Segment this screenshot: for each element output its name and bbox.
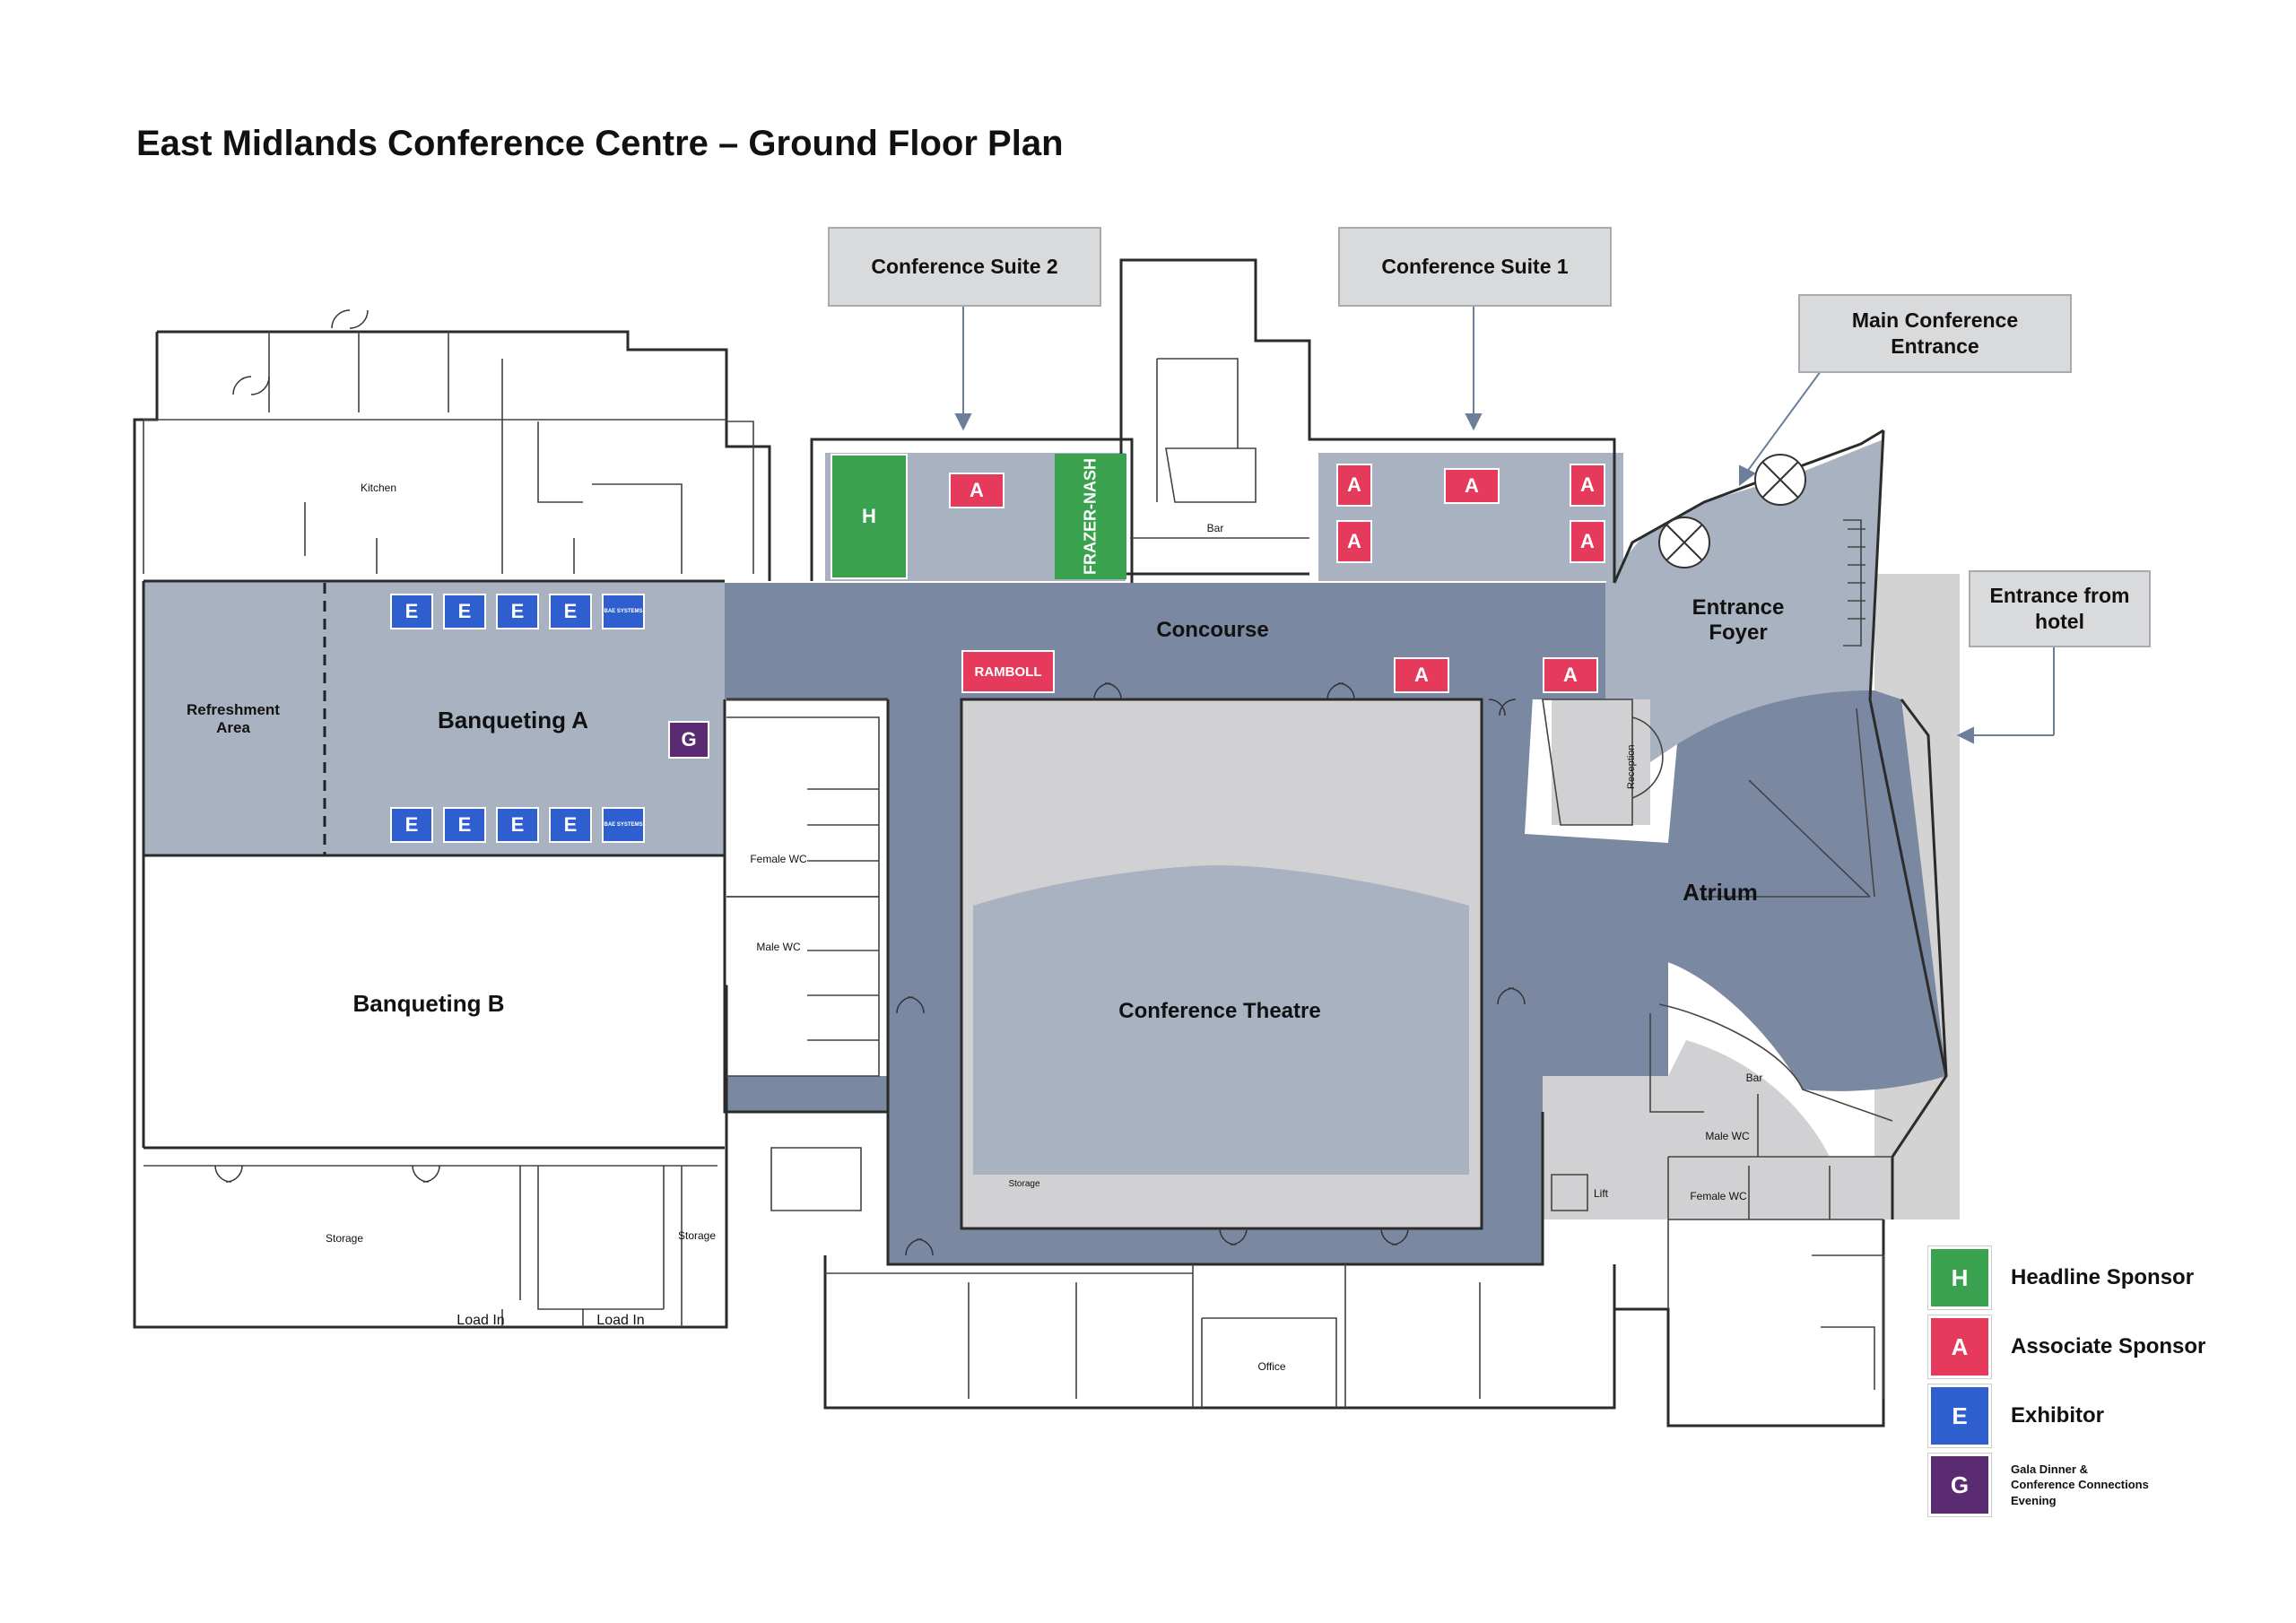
gala-badge: G (668, 721, 709, 759)
headline-sponsor-badge: H (831, 454, 908, 579)
legend-swatch-headline: H (1928, 1246, 1991, 1309)
legend-label-headline: Headline Sponsor (2011, 1265, 2195, 1289)
bar-top-label: Bar (1207, 522, 1224, 534)
kitchen-interior (143, 332, 754, 574)
atrium-label: Atrium (1683, 879, 1758, 906)
lift-label: Lift (1594, 1187, 1609, 1200)
load-in-2-label: Load In (596, 1313, 644, 1328)
exhibitor-badge: E (390, 807, 433, 843)
theatre-area (973, 865, 1469, 1175)
associate-sponsor-badge: A (1543, 657, 1598, 693)
male-wc-2-label: Male WC (1705, 1130, 1750, 1142)
legend-label-associate: Associate Sponsor (2011, 1334, 2206, 1358)
theatre-storage-label: Storage (1008, 1179, 1039, 1189)
bae-systems-logo: BAE SYSTEMS (602, 594, 645, 629)
associate-sponsor-badge: A (1570, 464, 1605, 507)
page-title: East Midlands Conference Centre – Ground… (136, 124, 1064, 163)
callout-conference-suite-2: Conference Suite 2 (828, 227, 1101, 307)
legend-label-gala: Gala Dinner & Conference Connections Eve… (2011, 1462, 2149, 1507)
door-icons (214, 309, 1526, 1256)
kitchen-label: Kitchen (361, 482, 396, 494)
legend-swatch-exhibitor: E (1928, 1384, 1991, 1447)
associate-sponsor-badge: A (1394, 657, 1449, 693)
bottom-rooms (825, 1264, 1481, 1408)
bar-top-interior (1130, 358, 1309, 539)
frazer-nash-logo: FRAZER-NASH (1055, 454, 1126, 579)
storage-interior (144, 1165, 718, 1327)
legend-item-associate: A Associate Sponsor (1928, 1315, 2205, 1378)
walls (133, 258, 1948, 1428)
exhibitor-badge: E (549, 594, 592, 629)
reception-label: Reception (1626, 744, 1637, 789)
legend-swatch-gala: G (1928, 1454, 1991, 1516)
bae-systems-logo: BAE SYSTEMS (602, 807, 645, 843)
legend-item-gala: G Gala Dinner & Conference Connections E… (1928, 1454, 2154, 1516)
load-in-1-label: Load In (457, 1313, 504, 1328)
exhibitor-badge: E (496, 594, 539, 629)
exhibitor-badge: E (443, 594, 486, 629)
storage-left-label: Storage (326, 1232, 363, 1245)
theatre-label: Conference Theatre (1118, 999, 1320, 1023)
legend-label-exhibitor: Exhibitor (2011, 1403, 2105, 1428)
legend-item-exhibitor: E Exhibitor (1928, 1384, 2104, 1447)
female-wc-label: Female WC (750, 853, 807, 865)
bar-atrium-label: Bar (1746, 1072, 1763, 1084)
male-wc-label: Male WC (756, 941, 801, 953)
exhibitor-badge: E (443, 807, 486, 843)
associate-sponsor-badge: A (1336, 520, 1372, 563)
banqueting-a-label: Banqueting A (438, 707, 588, 733)
exhibitor-badge: E (390, 594, 433, 629)
associate-sponsor-badge: A (1570, 520, 1605, 563)
atrium-area (1659, 690, 1946, 1091)
office-label: Office (1257, 1360, 1285, 1373)
associate-sponsor-badge: A (1444, 468, 1500, 504)
banqueting-b-label: Banqueting B (353, 990, 505, 1017)
callout-arrows (954, 307, 2055, 744)
wc-interior (726, 699, 888, 1211)
callout-hotel-entrance: Entrance from hotel (1969, 570, 2151, 647)
ramboll-logo: RAMBOLL (961, 650, 1055, 693)
callout-conference-suite-1: Conference Suite 1 (1338, 227, 1612, 307)
associate-sponsor-badge: A (949, 473, 1004, 508)
storage-right-label: Storage (678, 1229, 716, 1242)
female-wc-2-label: Female WC (1690, 1190, 1747, 1202)
callout-main-entrance: Main Conference Entrance (1798, 294, 2072, 373)
exhibitor-badge: E (549, 807, 592, 843)
atrium-interior (1542, 519, 1893, 1399)
associate-sponsor-badge: A (1336, 464, 1372, 507)
exhibitor-badge: E (496, 807, 539, 843)
legend-swatch-associate: A (1928, 1315, 1991, 1378)
legend-item-headline: H Headline Sponsor (1928, 1246, 2194, 1309)
concourse-label: Concourse (1156, 618, 1268, 642)
